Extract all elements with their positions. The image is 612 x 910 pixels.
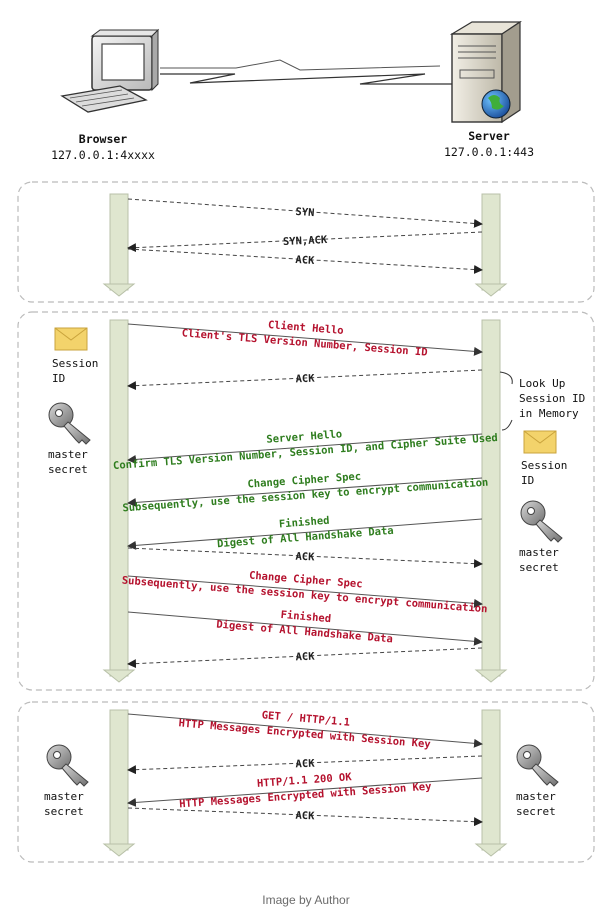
lifeline-browser-tls <box>102 319 136 683</box>
tls-resumption-panel <box>17 311 595 691</box>
envelope-icon <box>523 430 557 454</box>
message-arrow-http-response <box>127 777 483 807</box>
message-label-syn: SYN <box>295 206 315 219</box>
server-session-id-note: Session ID <box>521 430 567 487</box>
server-tower-icon <box>449 20 522 124</box>
server-session-id-line2: ID <box>521 474 534 487</box>
message-arrow-ack-1 <box>127 369 483 391</box>
lifeline-server-http <box>474 709 508 857</box>
browser-name: Browser <box>79 132 128 146</box>
browser-address: 127.0.0.1:4xxxx <box>51 148 155 162</box>
message-arrow-server-finished <box>127 518 483 550</box>
key-icon <box>516 744 559 787</box>
message-arrow-client-finished <box>127 611 483 646</box>
message-ack-req: ACK <box>127 755 483 775</box>
lifeline-server-tls <box>474 319 508 683</box>
tls-session-resumption-diagram: Browser 127.0.0.1:4xxxx Server 127.0.0.1… <box>17 20 595 863</box>
message-arrow-ack <box>127 248 483 275</box>
message-label-ack-resp: ACK <box>295 810 315 823</box>
message-ack-2: ACK <box>127 547 483 569</box>
client-session-id-line1: Session <box>52 357 98 370</box>
lightning-link-icon <box>160 59 452 85</box>
http-server-master-secret-note: master secret <box>516 744 559 818</box>
desktop-computer-icon <box>60 28 160 113</box>
server-name: Server <box>468 129 510 143</box>
client-session-id-line2: ID <box>52 372 65 385</box>
key-icon <box>46 744 89 787</box>
message-arrow-ack-req <box>127 755 483 775</box>
browser-host: Browser 127.0.0.1:4xxxx <box>51 28 160 162</box>
message-label-ack: ACK <box>295 254 315 267</box>
envelope-icon <box>54 327 88 351</box>
server-address: 127.0.0.1:443 <box>444 145 534 159</box>
message-ack-3: ACK <box>127 647 483 669</box>
server-master-secret-line1: master <box>519 546 559 559</box>
server-session-id-line1: Session <box>521 459 567 472</box>
tcp-handshake-panel <box>17 181 595 303</box>
message-title-server-finished: Finished <box>279 515 330 531</box>
image-caption: Image by Author <box>262 893 350 907</box>
message-arrow-get-request <box>127 713 483 748</box>
lifeline-server-tcp <box>474 193 508 297</box>
message-label-ack-req: ACK <box>295 758 315 771</box>
message-arrow-server-hello <box>127 433 483 464</box>
message-label-ack-1: ACK <box>295 373 315 386</box>
message-arrow-syn <box>127 198 483 228</box>
server-lookup-line1: Look Up <box>519 377 565 390</box>
key-icon <box>48 402 91 445</box>
message-label-syn-ack: SYN,ACK <box>283 234 328 248</box>
message-syn: SYN <box>127 198 483 228</box>
client-master-secret-note: master secret <box>48 402 91 476</box>
message-arrow-client-change-cipher <box>127 575 483 608</box>
message-title-client-hello: Client Hello <box>268 319 345 337</box>
message-detail-server-finished: Digest of All Handshake Data <box>217 525 394 550</box>
message-arrow-syn-ack <box>127 231 483 253</box>
message-title-server-hello: Server Hello <box>266 428 343 446</box>
message-arrow-client-hello <box>127 323 483 356</box>
message-arrow-server-change-cipher <box>127 477 483 507</box>
client-master-secret-line1: master <box>48 448 88 461</box>
message-ack-1: ACK <box>127 369 483 391</box>
server-lookup-line3: in Memory <box>519 407 579 420</box>
http-exchange-panel <box>17 701 595 863</box>
server-lookup-line2: Session ID <box>519 392 585 405</box>
server-master-secret-note: master secret <box>519 500 563 574</box>
message-arrow-ack-3 <box>127 647 483 669</box>
message-label-ack-2: ACK <box>295 551 315 564</box>
tcp-handshake-messages: SYN SYN,ACK ACK <box>127 198 483 275</box>
client-master-secret-line2: secret <box>48 463 88 476</box>
http-client-master-secret-line2: secret <box>44 805 84 818</box>
lifeline-browser-tcp <box>102 193 136 297</box>
server-master-secret-line2: secret <box>519 561 559 574</box>
client-session-id-note: Session ID <box>52 327 98 385</box>
http-client-master-secret-note: master secret <box>44 744 89 818</box>
message-arrow-ack-resp <box>127 807 483 827</box>
message-label-ack-3: ACK <box>295 651 315 664</box>
http-server-master-secret-line1: master <box>516 790 556 803</box>
key-icon <box>520 500 563 543</box>
message-ack: ACK <box>127 248 483 275</box>
lifeline-browser-http <box>102 709 136 857</box>
message-title-client-finished: Finished <box>280 609 331 625</box>
message-syn-ack: SYN,ACK <box>127 231 483 253</box>
http-client-master-secret-line1: master <box>44 790 84 803</box>
server-host: Server 127.0.0.1:443 <box>444 20 534 159</box>
message-arrow-ack-2 <box>127 547 483 569</box>
http-server-master-secret-line2: secret <box>516 805 556 818</box>
message-ack-resp: ACK <box>127 807 483 827</box>
server-lookup-note: Look Up Session ID in Memory <box>499 371 585 431</box>
